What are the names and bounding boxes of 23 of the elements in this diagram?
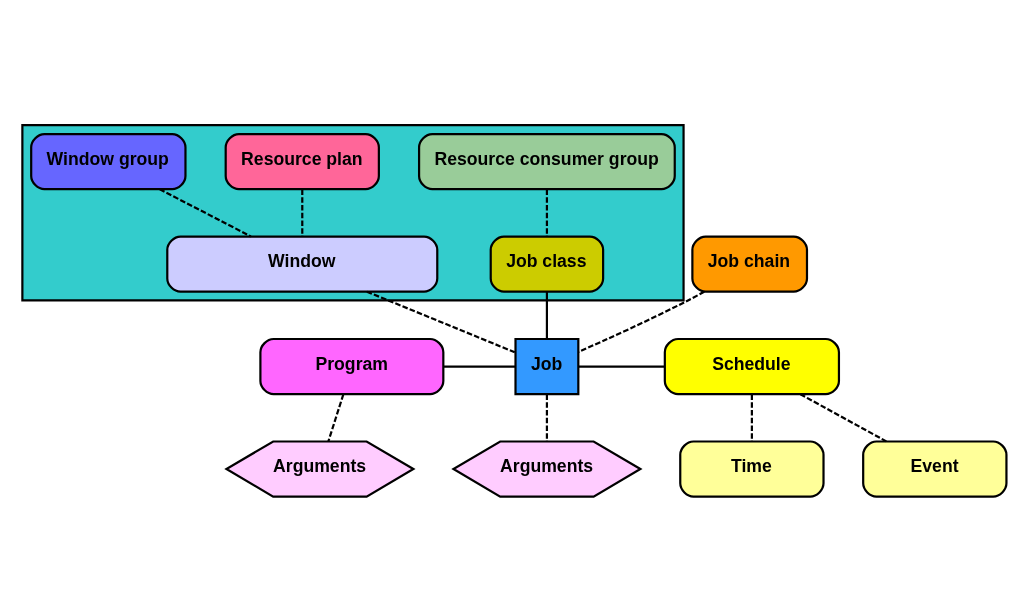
node-box: Time (679, 440, 825, 498)
connector (545, 394, 548, 442)
cluster (21, 124, 685, 302)
node-box: Window (166, 235, 439, 293)
node-box: Program (259, 337, 445, 396)
connector (159, 188, 252, 238)
node-box: Job class (489, 235, 605, 293)
node-box: Window group (30, 132, 187, 191)
connector (301, 189, 304, 237)
connector (545, 292, 548, 339)
connector (578, 365, 665, 368)
node-box: Job (514, 337, 580, 396)
connector (327, 394, 345, 442)
node-box: Schedule (663, 337, 841, 396)
node-box: Event (862, 440, 1008, 498)
connector (750, 394, 753, 442)
node-box: Resource plan (224, 132, 380, 191)
connector (799, 393, 887, 443)
connector (545, 189, 548, 237)
node-box: Resource consumer group (418, 132, 676, 191)
connector (577, 290, 705, 353)
connector (443, 365, 516, 368)
node-box: Job chain (691, 235, 809, 293)
